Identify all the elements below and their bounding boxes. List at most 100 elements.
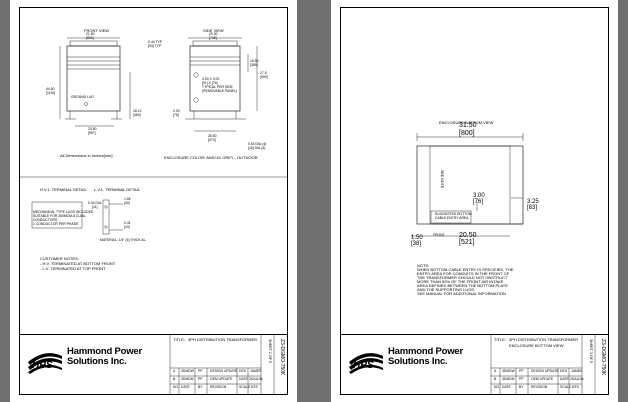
rev-head-no: NO. xyxy=(173,385,180,389)
lv-dim-2: 1.56 xyxy=(124,197,131,201)
dim-top-mm: [800] xyxy=(86,36,94,40)
dim-a-mm: [76] xyxy=(473,199,484,205)
rev-a-date: 3DMDW xyxy=(502,369,515,373)
lug-note-3: CONDUCTORS xyxy=(33,218,58,222)
lug-note-4: 1 CONDUCTOR PER PHASE xyxy=(33,222,79,226)
customer-note-2: - L.V. TERMINATED AT TOP FRONT xyxy=(40,266,106,271)
drawing-number: Z3-DGMO-750K xyxy=(600,339,606,376)
sheet-number: SHEET 2 OF 5 xyxy=(268,339,272,363)
rev-head-revision: REVISION xyxy=(210,385,227,389)
dim-a: 3.00 xyxy=(473,193,485,199)
note-line-4: MORE THAN 50% OF THE FRONT AIR INTAKE xyxy=(417,279,504,284)
dim-side-4-mm: [673] xyxy=(208,138,216,142)
note-line-2: ENTRY AREA FOR CONDUITS IN THE FRONT OF xyxy=(417,271,510,276)
dim-bottom: 23.50 xyxy=(88,127,97,131)
dim-b-mm: [83] xyxy=(527,205,538,211)
dim-side-1: 16.50 xyxy=(250,59,259,63)
dim-typ: 0.44 TYP xyxy=(148,40,163,44)
date-value: 26JUL06 xyxy=(249,377,263,381)
page1-linework xyxy=(19,37,288,235)
des-value: JAMES xyxy=(250,369,262,373)
date-value: 26JUL06 xyxy=(570,377,584,381)
customer-note-1: - H.V. TERMINATED AT BOTTOM FRONT xyxy=(40,261,116,266)
dim-d: 20.50 xyxy=(459,232,477,239)
rev-b-revision: OEM UPDATE xyxy=(210,377,233,381)
drawing-title: 3PH DISTRIBUTION TRANSFORMER xyxy=(509,337,579,342)
drawing-page-1: FRONT VIEW SIDE VIEW 21.50 [800] 29.30 [… xyxy=(10,0,297,402)
rev-a-date: 3DMDW xyxy=(181,369,194,373)
note-line-7: SEE MANUAL FOR ADDITIONAL INFORMATION xyxy=(417,291,506,296)
title-label: TITLE: xyxy=(494,337,507,342)
rev-a-revision: DESIGN UPDATE xyxy=(210,369,238,373)
rev-b-by: PP xyxy=(198,377,203,381)
knockout-dim-2: [91] X [76] xyxy=(202,81,218,85)
scale-label: SCALE xyxy=(560,385,572,389)
lv-dim-3-mm: [10] xyxy=(124,225,130,229)
dim-height: 44.50 xyxy=(46,87,55,91)
dim-side-top-mm: [749] xyxy=(209,36,217,40)
dim-side-3: 2.00 xyxy=(173,109,180,113)
dim-height-mm: [1130] xyxy=(46,91,56,95)
dim-width-mm: [800] xyxy=(459,130,475,137)
dimensions-note: All Dimensions in Inches[mm] xyxy=(60,153,113,158)
dim-side-3-mm: [76] xyxy=(173,113,179,117)
rev-head-date: DATE xyxy=(502,385,511,389)
dim-typ-mm: [93] TYP xyxy=(148,44,162,48)
rev-b-by: PP xyxy=(519,377,524,381)
date-label: DATE xyxy=(239,377,248,381)
lv-dim-3: 0.41 xyxy=(124,221,131,225)
lv-terminal-detail-label: L.V.1. TERMINAL DETAIL xyxy=(94,187,141,192)
lv-dim-1-mm: [11] xyxy=(92,205,98,209)
dim-right: 18.12 xyxy=(133,109,142,113)
dim-side-2-mm: [699] xyxy=(260,75,268,79)
suggested-area-1: SUGGESTED BOTTOM xyxy=(435,212,472,216)
dim-top: 21.50 xyxy=(86,32,95,36)
knockout-dim-3: TYPICAL PER SIDE xyxy=(202,85,233,89)
lv-dim-2-mm: [40] xyxy=(124,201,130,205)
des-label: DES xyxy=(239,369,246,373)
dim-d-mm: [521] xyxy=(459,239,475,246)
rev-head-by: BY xyxy=(519,385,524,389)
dim-side-top: 29.30 xyxy=(209,32,218,36)
rev-head-revision: REVISION xyxy=(531,385,548,389)
suggested-area-2: CABLE ENTRY AREA xyxy=(435,216,469,220)
date-label: DATE xyxy=(560,377,569,381)
rev-a-no: A xyxy=(494,369,497,373)
note-line-5: AREA DEFINED BETWEEN THE BOTTOM PLATE xyxy=(417,283,508,288)
title-block-grid xyxy=(490,335,596,395)
rev-a-revision: DESIGN UPDATE xyxy=(531,369,559,373)
front-label: FRONT xyxy=(433,233,445,237)
color-note: ENCLOSURE COLOR: ANSI 61 GREY - OUTDOOR xyxy=(164,155,258,160)
dim-side-4: 26.50 xyxy=(208,134,217,138)
dim-width: 31.50 xyxy=(459,122,477,129)
des-label: DES xyxy=(560,369,567,373)
rev-a-no: A xyxy=(173,369,176,373)
drawing-number: Z3-DGMO-750K xyxy=(279,339,285,376)
scale-label: SCALE xyxy=(239,385,251,389)
drawing-border xyxy=(340,7,609,395)
vertical-note-label: SEE NOTE xyxy=(440,170,444,189)
bottom-view-title: ENCLOSURE BOTTOM VIEW xyxy=(439,120,494,125)
dim-side-2: 27.5 xyxy=(260,71,267,75)
rev-b-date: 3DMDM xyxy=(181,377,194,381)
title-block-grid xyxy=(169,335,275,395)
rev-b-date: 3DMDM xyxy=(502,377,515,381)
page2-linework xyxy=(411,133,524,237)
drawing-title: 3PH DISTRIBUTION TRANSFORMER xyxy=(188,337,258,342)
knockout-dim-4: (REMOVABLE PANEL) xyxy=(202,89,237,93)
front-view-label: FRONT VIEW xyxy=(84,28,110,33)
dim-dia: 0.63 DIA.(4) xyxy=(248,142,267,146)
drawing-page-2: ENCLOSURE BOTTOM VIEW 31.50 [800] 3.00 [… xyxy=(331,0,618,402)
note-heading: NOTE: xyxy=(417,263,430,268)
title-label: TITLE: xyxy=(173,337,186,342)
ground-lug-label: GROUND LUG xyxy=(71,95,94,99)
note-line-6: AND THE SUPPORTING LUGS. xyxy=(417,287,476,292)
rev-b-no: B xyxy=(173,377,176,381)
lv-material-note: MATERIAL: 1/4" (6) THICK AL. xyxy=(100,238,147,242)
rev-b-no: B xyxy=(494,377,497,381)
scale-value: NTS xyxy=(251,385,258,389)
